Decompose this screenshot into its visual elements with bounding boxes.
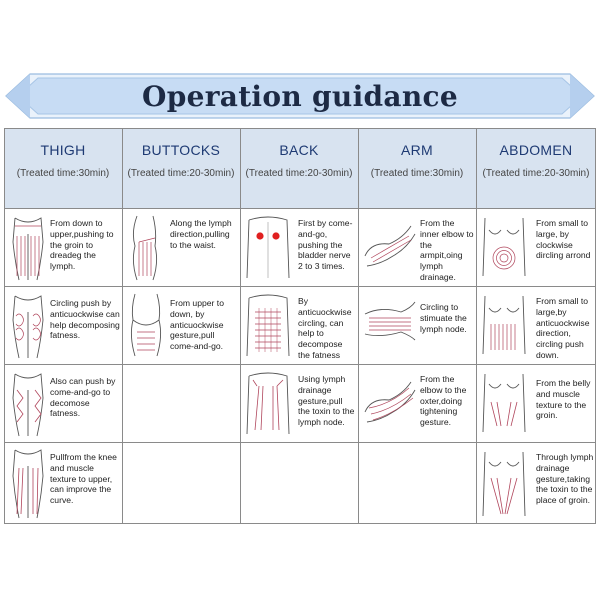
step-text: Pullfrom the knee and muscle texture to … [50,452,117,506]
table-column-divider [358,128,359,524]
table-column-divider [122,128,123,524]
pressure-point-marker [272,232,280,240]
arm-circling-illustration [364,301,416,341]
column-header-abdomen: ABDOMEN (Treated time:20-30min) [476,128,596,208]
column-header-thigh: THIGH (Treated time:30min) [4,128,122,208]
buttocks-step-2: From upper to down, by anticuockwise ges… [122,286,240,364]
step-text: Using lymph drainage gesture,pull the to… [298,374,355,428]
table-border-bottom [4,523,596,524]
column-treated-time: (Treated time:20-30min) [482,168,590,179]
thigh-step-3: Also can push by come-and-go to decomose… [4,364,122,442]
step-text: From upper to down, by anticuockwise ges… [170,298,224,352]
thigh-step-1: From down to upper,pushing to the groin … [4,208,122,286]
step-text: Circling push by anticuockwise can help … [50,298,120,341]
step-text: By anticuockwise circling, can help to d… [298,296,352,360]
column-header-arm: ARM (Treated time:30min) [358,128,476,208]
thigh-front-illustration [12,217,44,281]
back-empty-4 [240,442,358,524]
table-column-divider [476,128,477,524]
column-title: BACK [279,142,319,158]
step-text: From the belly and muscle texture to the… [536,378,591,421]
step-text: Also can push by come-and-go to decomose… [50,376,116,419]
operation-table: THIGH (Treated time:30min) BUTTOCKS (Tre… [4,128,596,524]
step-text: From down to upper,pushing to the groin … [50,218,114,272]
abdomen-step-2: From small to large,by anticuockwise dir… [476,286,596,364]
step-text: First by come-and-go, pushing the bladde… [298,218,353,272]
abdomen-drainage-illustration [482,451,526,517]
arm-step-1: From the inner elbow to the armpit,oing … [358,208,476,286]
column-header-buttocks: BUTTOCKS (Treated time:20-30min) [122,128,240,208]
abdomen-to-groin-illustration [482,373,526,433]
column-title: BUTTOCKS [141,142,221,158]
column-header-back: BACK (Treated time:20-30min) [240,128,358,208]
table-border-top [4,128,596,129]
thigh-circling-illustration [12,295,44,359]
arm-empty-4 [358,442,476,524]
thigh-step-2: Circling push by anticuockwise can help … [4,286,122,364]
abdomen-circling-push-illustration [482,295,526,355]
arm-inner-elbow-illustration [364,225,416,267]
column-treated-time: (Treated time:30min) [370,168,464,179]
title-banner: Operation guidance [0,70,600,122]
step-text: Circling to stimuate the lymph node. [420,302,467,334]
buttocks-side-illustration [132,215,158,281]
table-row-divider [4,442,596,443]
table-column-divider [240,128,241,524]
arm-step-3: From the elbow to the oxter,doing tighte… [358,364,476,442]
column-title: THIGH [40,142,86,158]
step-text: Along the lymph direction,pulling to the… [170,218,232,250]
back-step-1: First by come-and-go, pushing the bladde… [240,208,358,286]
table-border-right [595,128,596,524]
column-treated-time: (Treated time:20-30min) [127,168,235,179]
arm-step-2: Circling to stimuate the lymph node. [358,286,476,364]
arm-tightening-illustration [364,381,416,423]
table-row-divider [4,364,596,365]
step-text: From small to large, by clockwise dircli… [536,218,591,261]
column-treated-time: (Treated time:20-30min) [245,168,353,179]
thigh-muscle-texture-illustration [12,449,44,519]
abdomen-step-1: From small to large, by clockwise dircli… [476,208,596,286]
buttocks-empty-3 [122,364,240,442]
buttocks-back-illustration [130,293,162,357]
abdomen-step-3: From the belly and muscle texture to the… [476,364,596,442]
step-text: From small to large,by anticuockwise dir… [536,296,590,360]
back-drainage-illustration [246,372,290,435]
page-title: Operation guidance [142,79,458,113]
table-border-left [4,128,5,524]
buttocks-step-1: Along the lymph direction,pulling to the… [122,208,240,286]
column-title: ARM [400,142,433,158]
back-bladder-nerve-illustration [246,216,290,279]
table-row-divider [4,286,596,287]
back-step-2: By anticuockwise circling, can help to d… [240,286,358,364]
thigh-come-and-go-illustration [12,373,44,437]
banner-ribbon-shape [5,73,595,119]
abdomen-step-4: Through lymph drainage gesture,taking th… [476,442,596,524]
step-text: Through lymph drainage gesture,taking th… [536,452,594,506]
step-text: From the elbow to the oxter,doing tighte… [420,374,467,428]
back-circling-illustration [246,294,290,357]
pressure-point-marker [256,232,264,240]
table-row-divider [4,208,596,209]
thigh-step-4: Pullfrom the knee and muscle texture to … [4,442,122,524]
abdomen-clockwise-illustration [482,217,526,277]
back-step-3: Using lymph drainage gesture,pull the to… [240,364,358,442]
column-title: ABDOMEN [499,142,573,158]
step-text: From the inner elbow to the armpit,oing … [420,218,474,282]
column-treated-time: (Treated time:30min) [16,168,110,179]
buttocks-empty-4 [122,442,240,524]
